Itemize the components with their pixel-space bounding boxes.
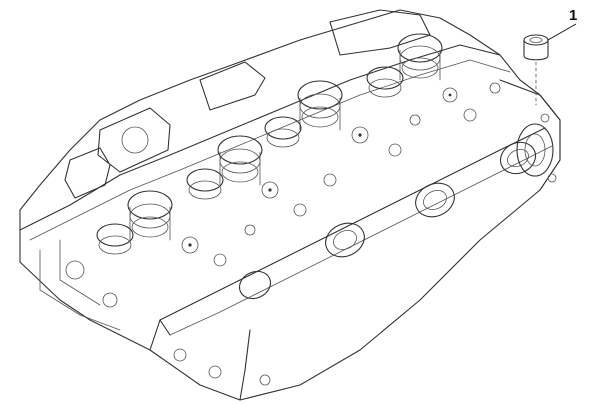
- head-bolts: [213, 82, 501, 267]
- valve-group-1: [366, 33, 443, 98]
- valve-group-4: [96, 190, 173, 255]
- rear-end-face: [499, 79, 561, 191]
- valve-group-2: [264, 80, 343, 148]
- exhaust-ports: [238, 141, 537, 300]
- callout-number-label: 1: [569, 7, 577, 24]
- intake-flanges: [64, 9, 431, 199]
- valve-group-3: [186, 135, 263, 200]
- callout-1: 1: [547, 7, 577, 41]
- cap-part: [523, 34, 549, 106]
- callout-leader-line: [547, 23, 577, 41]
- cylinder-head-outline: [19, 9, 561, 401]
- injector-seats: [181, 87, 458, 254]
- valve-train: [96, 33, 501, 267]
- front-end-plate: [39, 239, 271, 386]
